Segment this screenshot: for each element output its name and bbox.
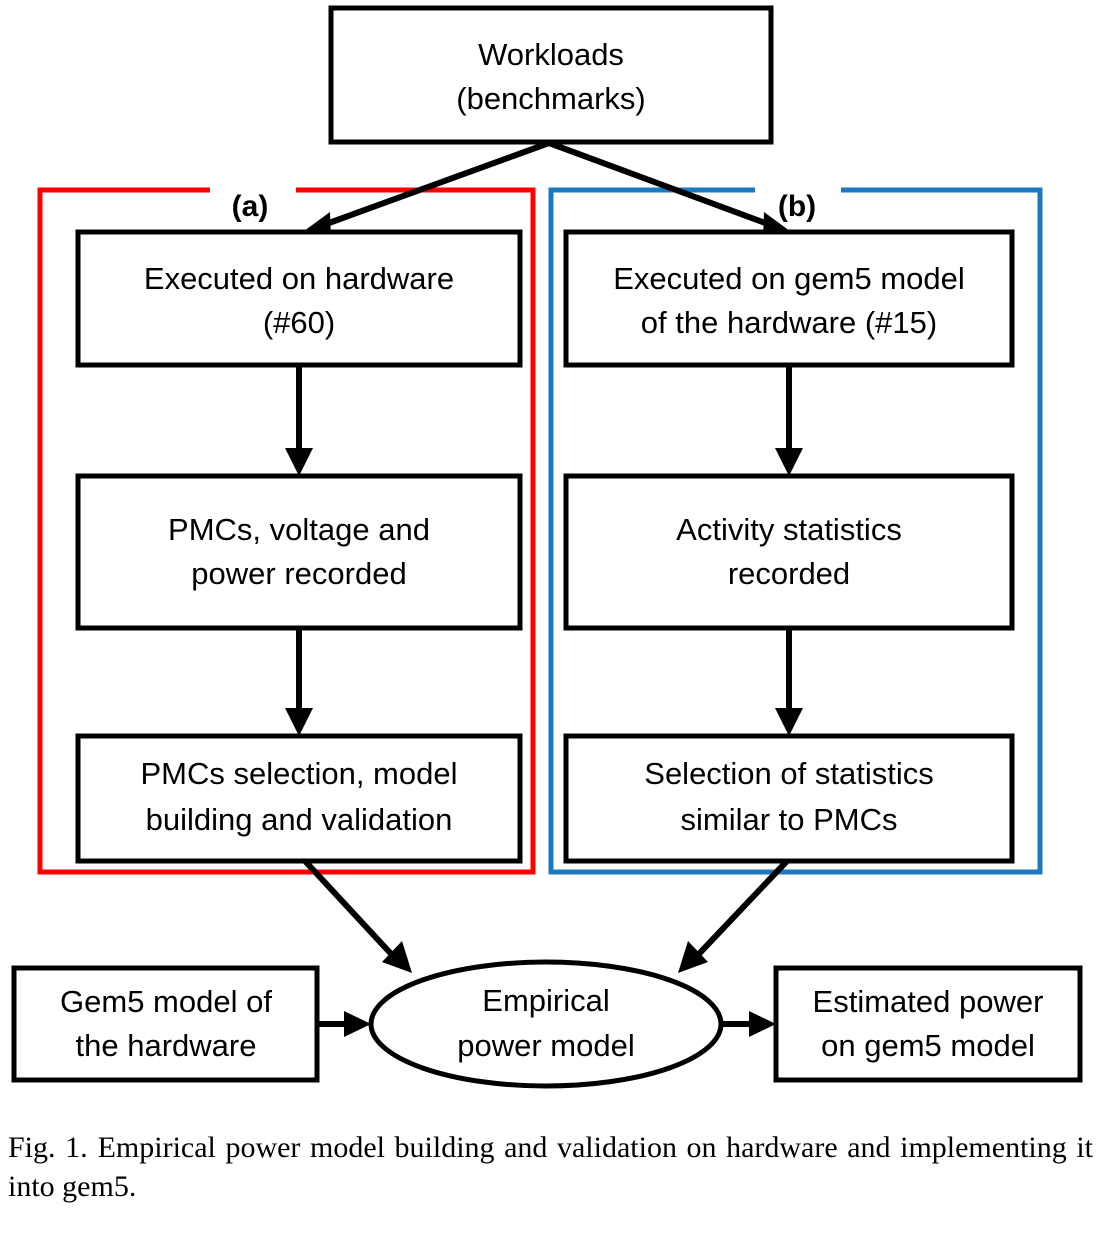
node-estimated-power-line1: Estimated power — [813, 984, 1044, 1019]
arrow-empirical-to-estimated-head — [749, 1011, 776, 1037]
node-pmc-record-line1: PMCs, voltage and — [168, 512, 430, 547]
node-estimated-power[interactable] — [773, 965, 1083, 1083]
arrow-pmc-selection-to-model-line — [302, 858, 397, 960]
node-gem5-exec[interactable] — [563, 229, 1015, 368]
node-workloads-line2: (benchmarks) — [456, 81, 646, 116]
arrow-gem5-to-activity-head — [775, 448, 803, 476]
caption-text: Empirical power model building and valid… — [8, 1131, 1093, 1203]
node-hardware-exec-line1: Executed on hardware — [144, 261, 454, 296]
node-stats-selection-line1: Selection of statistics — [644, 756, 933, 791]
panel-b-label-backdrop — [755, 178, 841, 204]
arrow-stats-selection-to-model-head — [678, 941, 708, 973]
node-stats-selection[interactable] — [563, 733, 1015, 864]
panel-a-label: (a) — [232, 190, 269, 223]
node-pmc-record[interactable] — [75, 473, 523, 631]
figure-caption: Fig. 1.Empirical power model building an… — [8, 1128, 1093, 1206]
node-gem5-model[interactable] — [11, 965, 320, 1083]
panel-a-label-backdrop — [210, 178, 296, 204]
node-gem5-model-line2: the hardware — [76, 1028, 257, 1063]
node-gem5-model-line1: Gem5 model of — [60, 984, 272, 1019]
node-empirical-power-model[interactable] — [368, 959, 724, 1089]
arrow-pmc-to-selection-head — [285, 708, 313, 736]
arrow-workloads-to-hardware-line — [316, 140, 551, 230]
arrow-pmc-selection-to-model-head — [382, 941, 412, 973]
node-hardware-exec[interactable] — [75, 229, 523, 368]
node-pmc-selection-line2: building and validation — [146, 802, 453, 837]
node-activity-record-line1: Activity statistics — [676, 512, 902, 547]
caption-prefix: Fig. 1. — [8, 1131, 88, 1164]
node-pmc-selection-line1: PMCs selection, model — [140, 756, 457, 791]
node-workloads[interactable] — [328, 5, 774, 145]
node-activity-record[interactable] — [563, 473, 1015, 631]
node-stats-selection-line2: similar to PMCs — [680, 802, 897, 837]
panel-b-label: (b) — [778, 190, 816, 223]
arrow-activity-to-selection-head — [775, 708, 803, 736]
arrow-hardware-to-pmc-head — [285, 448, 313, 476]
flowchart-diagram: (a) (b) Workloads (benchmarks) Executed … — [11, 5, 1083, 1089]
node-empirical-power-model-line2: power model — [457, 1028, 634, 1063]
arrow-gem5-model-to-empirical-head — [344, 1011, 371, 1037]
arrow-workloads-to-gem5-line — [547, 140, 778, 230]
node-pmc-record-line2: power recorded — [191, 556, 406, 591]
node-gem5-exec-line1: Executed on gem5 model — [613, 261, 965, 296]
node-activity-record-line2: recorded — [728, 556, 850, 591]
node-hardware-exec-line2: (#60) — [263, 305, 335, 340]
node-estimated-power-line2: on gem5 model — [821, 1028, 1035, 1063]
node-pmc-selection[interactable] — [75, 733, 523, 864]
node-workloads-line1: Workloads — [478, 37, 624, 72]
node-gem5-exec-line2: of the hardware (#15) — [641, 305, 937, 340]
arrow-stats-selection-to-model-line — [693, 858, 790, 960]
node-empirical-power-model-line1: Empirical — [482, 983, 609, 1018]
